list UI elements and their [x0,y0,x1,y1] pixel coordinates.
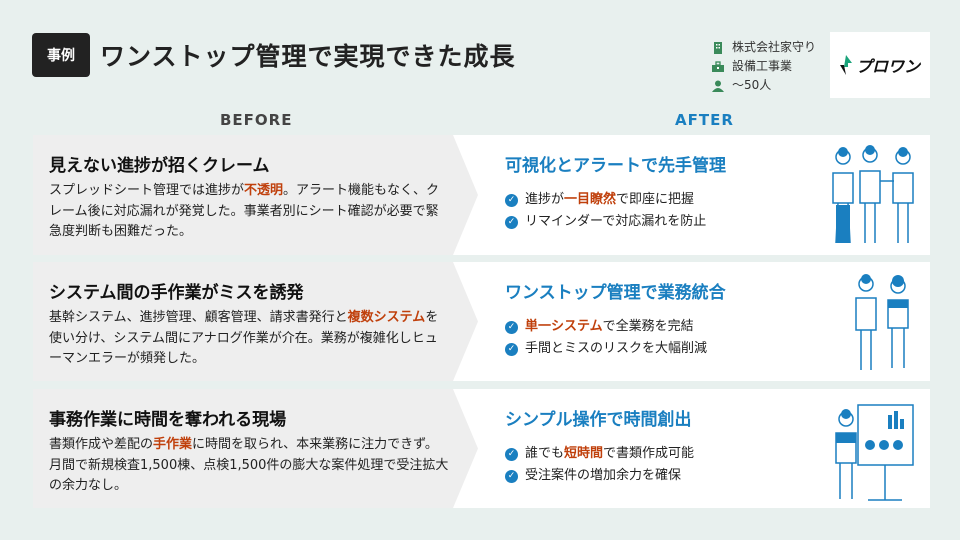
people-illustration [828,397,918,506]
before-description: 書類作成や差配の手作業に時間を取られ、本来業務に注力できず。月間で新規検査1,5… [49,435,449,497]
comparison-card: 見えない進捗が招くクレーム スプレッドシート管理では進捗が不透明。アラート機能も… [33,135,930,255]
people-illustration [828,143,918,252]
benefit-text: 受注案件の増加余力を確保 [525,468,682,483]
after-title: 可視化とアラートで先手管理 [505,156,726,176]
benefit-item: ✓ 進捗が一目瞭然で即座に把握 [505,189,706,211]
desc-text-end: 。アラート機能もなく、クレーム後に対応漏れが発覚した。事業者別にシート確認が必要… [49,183,440,239]
proone-logo: プロワン [830,32,930,98]
benefit-item: ✓ リマインダーで対応漏れを防止 [505,211,706,233]
benefit-text: 誰でも [525,446,565,461]
benefit-item: ✓ 受注案件の増加余力を確保 [505,465,694,487]
toolbox-icon [712,60,724,72]
check-icon: ✓ [505,342,518,356]
industry: 設備工事業 [732,59,793,73]
benefit-text-end: で全業務を完結 [602,319,694,334]
check-icon: ✓ [505,193,518,207]
before-title: 見えない進捗が招くクレーム [49,156,270,176]
check-icon: ✓ [505,215,518,229]
benefit-item: ✓ 手間とミスのリスクを大幅削減 [505,338,707,360]
company-info: 株式会社家守り 設備工事業 〜50人 [712,38,816,95]
before-title: システム間の手作業がミスを誘発 [49,283,304,303]
before-description: 基幹システム、進捗管理、顧客管理、請求書発行と複数システムを使い分け、システム間… [49,308,449,370]
desc-highlight: 複数システム [347,310,426,325]
page-title: ワンストップ管理で実現できた成長 [100,42,516,71]
desc-highlight: 不透明 [244,183,284,198]
desc-text: スプレッドシート管理では進捗が [49,183,245,198]
benefit-text: 手間とミスのリスクを大幅削減 [525,341,708,356]
desc-text-end: を使い分け、システム間にアナログ作業が介在。業務が複雑化しヒューマンエラーが頻発… [49,310,439,366]
before-heading: BEFORE [220,111,293,129]
benefit-highlight: 単一システム [525,319,603,334]
company-name: 株式会社家守り [732,40,817,54]
desc-highlight: 手作業 [153,437,193,452]
benefit-list: ✓ 誰でも短時間で書類作成可能 ✓ 受注案件の増加余力を確保 [505,443,694,487]
benefit-text: リマインダーで対応漏れを防止 [525,214,707,229]
before-panel [33,262,478,381]
company-size: 〜50人 [732,78,772,92]
after-title: シンプル操作で時間創出 [505,410,692,430]
check-icon: ✓ [505,447,518,461]
benefit-highlight: 一目瞭然 [564,192,617,207]
benefit-text: 進捗が [525,192,565,207]
before-title: 事務作業に時間を奪われる現場 [49,410,287,430]
comparison-card: システム間の手作業がミスを誘発 基幹システム、進捗管理、顧客管理、請求書発行と複… [33,262,930,381]
benefit-item: ✓ 誰でも短時間で書類作成可能 [505,443,694,465]
benefit-list: ✓ 進捗が一目瞭然で即座に把握 ✓ リマインダーで対応漏れを防止 [505,189,706,233]
desc-text-end: に時間を取られ、本来業務に注力できず。月間で新規検査1,500棟、点検1,500… [49,437,449,493]
benefit-list: ✓ 単一システムで全業務を完結 ✓ 手間とミスのリスクを大幅削減 [505,316,707,360]
before-description: スプレッドシート管理では進捗が不透明。アラート機能もなく、クレーム後に対応漏れが… [49,181,449,243]
before-panel [33,135,478,255]
benefit-text-end: で書類作成可能 [603,446,695,461]
benefit-highlight: 短時間 [564,446,604,461]
benefit-text-end: で即座に把握 [616,192,695,207]
comparison-card: 事務作業に時間を奪われる現場 書類作成や差配の手作業に時間を取られ、本来業務に注… [33,389,930,508]
person-icon [712,80,724,92]
benefit-item: ✓ 単一システムで全業務を完結 [505,316,707,338]
before-panel [33,389,478,508]
desc-text: 基幹システム、進捗管理、顧客管理、請求書発行と [49,310,348,325]
case-badge: 事例 [32,33,90,77]
after-heading: AFTER [675,111,734,129]
logo-mark-icon [839,55,852,75]
people-illustration [848,270,918,379]
logo-text: プロワン [855,57,920,76]
after-title: ワンストップ管理で業務統合 [505,283,726,303]
building-icon [714,41,722,54]
check-icon: ✓ [505,469,518,483]
check-icon: ✓ [505,320,518,334]
desc-text: 書類作成や差配の [49,437,154,452]
